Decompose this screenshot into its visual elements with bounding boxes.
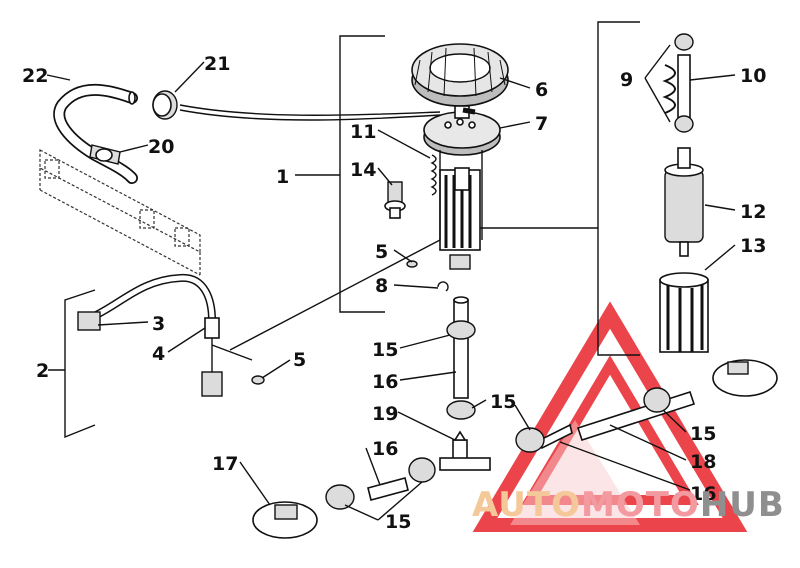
callout-label: 11 — [350, 121, 376, 143]
callout-label: 5 — [293, 349, 306, 371]
fuel-hose-22 — [53, 83, 138, 184]
callout-label: 21 — [204, 53, 230, 75]
fuel-line-upper-2 — [179, 104, 441, 116]
bracket-group-9-13 — [480, 21, 640, 356]
callout-label: 1 — [276, 166, 289, 188]
clamp-15-lower — [446, 400, 476, 420]
watermark-part-c: HUB — [700, 485, 785, 525]
bracket-group-1 — [295, 35, 385, 313]
callout-label: 12 — [740, 201, 766, 223]
callout-label: 20 — [148, 136, 174, 158]
callout-label: 15 — [372, 339, 398, 361]
callout-label: 15 — [490, 391, 516, 413]
clamp-9-bottom — [674, 115, 694, 133]
callout-label: 14 — [350, 159, 376, 181]
callout-label: 19 — [372, 403, 398, 425]
fuel-rail-ghost — [39, 149, 201, 276]
callout-label: 22 — [22, 65, 48, 87]
fuel-tube-16-vertical — [453, 296, 469, 399]
callout-label: 3 — [152, 313, 165, 335]
callout-label: 18 — [690, 451, 716, 473]
callout-label: 15 — [690, 423, 716, 445]
callout-label: 15 — [385, 511, 411, 533]
fuel-line-upper — [179, 109, 441, 121]
callout-label: 6 — [535, 79, 548, 101]
callout-label: 8 — [375, 275, 388, 297]
callout-label: 17 — [212, 453, 238, 475]
clamp-15-vertical — [446, 320, 476, 340]
spring-11 — [430, 154, 437, 196]
pump-sleeve-13 — [659, 272, 709, 353]
callout-label: 16 — [372, 371, 398, 393]
fuel-tube-16-lower — [367, 477, 409, 501]
callout-label: 5 — [375, 241, 388, 263]
clamp-15-lower-mid — [408, 457, 436, 483]
callout-label: 2 — [36, 360, 49, 382]
callout-label: 7 — [535, 113, 548, 135]
wiring-harness — [77, 239, 441, 397]
hose-clamp-20 — [89, 144, 121, 165]
clamp-9-top — [674, 33, 694, 51]
callout-label: 16 — [372, 438, 398, 460]
clamp-15-lower-left — [325, 484, 355, 510]
watermark-text: AUTOMOTOHUB — [472, 485, 785, 525]
bracket-group-2 — [48, 289, 96, 439]
callout-label: 13 — [740, 235, 766, 257]
callout-label: 4 — [152, 343, 165, 365]
watermark-part-a: AUTO — [472, 485, 581, 525]
tank-fitting-17 — [252, 501, 318, 539]
tee-fitting-19 — [439, 430, 491, 471]
watermark-part-b: MOTO — [581, 485, 700, 525]
lock-ring-6 — [411, 43, 509, 107]
callout-label: 16 — [690, 483, 716, 505]
hose-10 — [662, 54, 691, 126]
fitting-14 — [384, 181, 406, 219]
screw-5-upper — [406, 260, 418, 268]
clamp-15-far-right — [643, 387, 671, 413]
svg-text:AUTOMOTOHUB: AUTOMOTOHUB — [472, 485, 785, 525]
callout-label: 10 — [740, 65, 766, 87]
clip-8 — [437, 281, 449, 292]
tank-fitting-right — [712, 359, 778, 397]
screw-5-lower — [251, 375, 265, 385]
leader-lines — [46, 44, 736, 521]
callout-label: 9 — [620, 69, 633, 91]
pump-flange-7 — [423, 105, 501, 156]
pump-assembly-body — [439, 150, 483, 270]
clamp-15-right — [515, 427, 545, 453]
fuel-pump-12 — [664, 147, 704, 257]
hose-clamp-21 — [152, 90, 178, 120]
